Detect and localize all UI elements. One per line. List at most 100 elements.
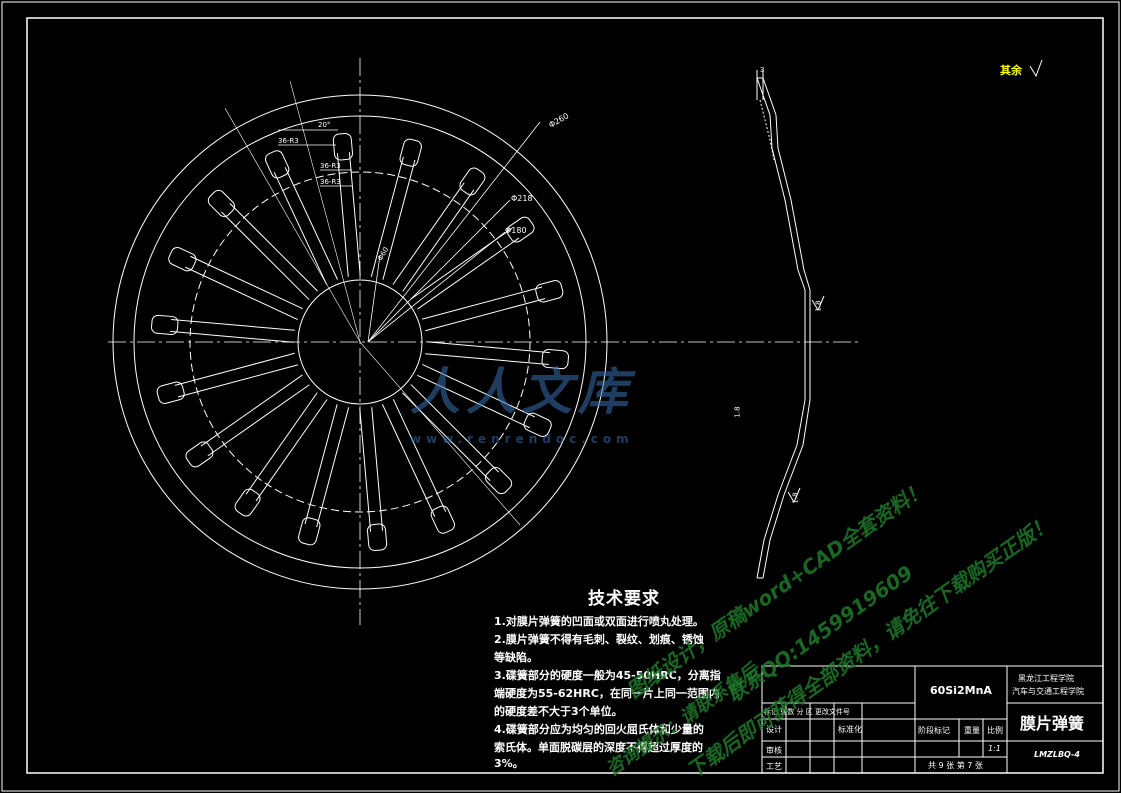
scale-value: 1:1 [988, 744, 1001, 753]
finger-slot-edge [207, 384, 310, 457]
tech-line-2: 2.膜片弹簧不得有毛刺、裂纹、划痕、锈蚀 [494, 633, 704, 646]
finger-slot-edge [370, 156, 404, 277]
slot-end-hole [535, 280, 564, 303]
weight-label: 重量 [964, 726, 980, 735]
tech-line-7: 4.碟簧部分应为均匀的回火屈氏体和少量的 [494, 723, 704, 736]
finger-slot-edge [190, 255, 303, 310]
finger-slot-edge [255, 399, 328, 502]
slot-end-hole [485, 467, 513, 495]
watermark-logo: 人人文库 [410, 363, 634, 421]
roughness-symbol-2 [787, 487, 801, 504]
profile-outer [756, 77, 806, 579]
finger-slot-edge [392, 399, 447, 512]
tech-line-9: 3%。 [494, 757, 524, 770]
slot-end-hole [264, 150, 290, 179]
finger-slot-edge [348, 152, 361, 276]
finger-slot-edge [422, 286, 543, 320]
slot-end-hole [156, 381, 185, 404]
slot-end-hole [459, 167, 486, 196]
dim-angle: 20° [318, 121, 331, 129]
scale-label: 比例 [987, 726, 1003, 735]
dim-side-low: 1.8 [791, 492, 800, 504]
slot-end-hole [168, 246, 197, 272]
finger-slot-edge [316, 407, 350, 528]
finger-slot-edge [174, 352, 295, 386]
dim-side-left: 1.8 [733, 406, 742, 418]
design-label: 设计 [766, 725, 782, 734]
dim-slot-2: 36-R3 [320, 162, 341, 170]
finger-slot-edge [273, 172, 328, 285]
roughness-symbol-3 [1029, 59, 1043, 78]
drawing-number: LMZLBQ-4 [1034, 750, 1080, 759]
roughness-symbol-1 [811, 295, 825, 312]
finger-slot-edge [359, 408, 372, 532]
title-block [761, 665, 1104, 774]
slot-end-hole [541, 348, 569, 370]
finger-slot-edge [171, 318, 295, 331]
finger-slot-edge [177, 364, 298, 398]
college-name: 汽车与交通工程学院 [1012, 687, 1084, 696]
finger-slot-edge [392, 182, 465, 285]
slot-end-hole [399, 138, 422, 167]
slot-end-hole [430, 505, 456, 534]
finger-slot-edge [402, 189, 475, 292]
finger-slot-edge [221, 211, 310, 300]
standard-label: 标准化 [838, 725, 862, 734]
tech-line-6: 的硬度差不大于3个单位。 [494, 705, 623, 718]
material: 60Si2MnA [930, 684, 992, 697]
dim-slot-3: 36-R3 [320, 178, 341, 186]
finger-slot-edge [382, 159, 416, 280]
slot-end-hole [234, 488, 261, 517]
finger-slot-edge [417, 374, 530, 429]
tech-line-3: 等缺陷。 [494, 651, 538, 664]
finger-slot-edge [304, 404, 338, 525]
finger-slot-edge [284, 167, 338, 280]
finger-slot-edge [200, 374, 303, 447]
slot-end-hole [185, 441, 214, 468]
tech-line-4: 3.碟簧部分的硬度一般为45-50HRC，分离指 [494, 669, 721, 682]
dim-mid-diameter: Φ218 [511, 194, 533, 203]
slot-end-hole [298, 517, 321, 546]
finger-slot-edge [410, 384, 499, 473]
hatch-top [759, 99, 775, 161]
finger-slot-edge [422, 364, 535, 418]
inner-border [26, 17, 1104, 774]
radius-dim-line [359, 341, 521, 526]
finger-slot-edge [336, 153, 349, 277]
tech-requirements-title: 技术要求 [588, 589, 660, 609]
profile-inner [762, 77, 811, 579]
slot-end-hole [332, 133, 354, 161]
angle-dim-line [224, 108, 361, 343]
dim-inner-diameter: Φ180 [505, 226, 527, 235]
angle-dim-line [289, 81, 361, 343]
finger-slot-edge [371, 407, 384, 531]
slot-end-hole [506, 216, 535, 243]
review-label: 审核 [766, 746, 782, 755]
finger-slot-edge [417, 237, 520, 310]
slot-end-hole [523, 412, 552, 438]
dim-side-top: 3 [760, 66, 765, 74]
stage-label: 阶段标记 [918, 726, 950, 735]
slot-end-hole [151, 314, 179, 336]
slot-end-hole [207, 189, 235, 217]
finger-slot-edge [382, 404, 436, 517]
dim-slot-1: 36-R3 [278, 137, 299, 145]
tech-line-8: 索氏体。单面脱碳层的深度不得超过厚度的 [494, 741, 703, 754]
finger-slot-edge [425, 353, 549, 366]
front-view [108, 58, 860, 625]
process-label: 工艺 [766, 762, 782, 771]
dim-side-mid: 1.8 [814, 300, 823, 312]
dimension-leaders [278, 121, 541, 343]
finger-slot-edge [229, 203, 318, 292]
school-name: 黑龙江工程学院 [1018, 674, 1074, 683]
finger-slot-edge [425, 298, 546, 332]
surface-finish-note: 其余 [1000, 64, 1022, 77]
part-name: 膜片弹簧 [1020, 714, 1085, 733]
finger-slot-edge [170, 330, 294, 343]
slot-end-hole [366, 523, 388, 551]
finger-slot-edge [426, 341, 550, 354]
finger-slot-edge [245, 392, 318, 495]
finger-slot-edge [185, 266, 298, 320]
